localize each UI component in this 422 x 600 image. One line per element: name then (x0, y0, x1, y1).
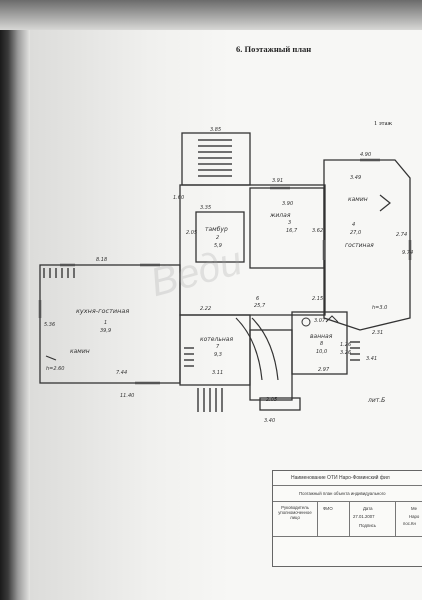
wall-lower (249, 329, 293, 401)
windows (38, 158, 412, 385)
dim-2: 3.91 (272, 178, 284, 184)
stamp-date: 27.01.2007 (353, 514, 375, 519)
stamp-subheader: Поэтажный план объекта индивидуального (299, 491, 386, 496)
room-bath-name: ванная (310, 333, 333, 340)
room-kitchen-num: 1 (104, 320, 108, 326)
stairs-top (198, 139, 232, 177)
fireplace-mark-1 (379, 194, 391, 212)
scan-shadow-left (0, 0, 30, 600)
dim-8: 2.05 (186, 230, 198, 236)
stairs-bottom (197, 388, 223, 412)
room-boiler-area: 9,3 (214, 352, 222, 358)
dim-9: 3.62 (312, 228, 324, 234)
room-hall-num: 6 (256, 296, 260, 302)
dim-16: 3.11 (212, 370, 224, 376)
inner-stair-curve-2 (251, 317, 279, 381)
dim-17: 3.07 (314, 318, 326, 324)
wall-bottom-porch (259, 397, 301, 411)
stamp-col-3: Дата (363, 506, 373, 511)
dim-15: 2.22 (200, 306, 212, 312)
dim-27: 1.26 (340, 342, 352, 348)
dim-14: 11.40 (120, 393, 135, 399)
room-guest-area: 27,0 (350, 230, 362, 236)
room-bath-area: 10,0 (316, 349, 328, 355)
dim-22: 2.05 (266, 397, 278, 403)
dim-4: 3.49 (350, 175, 362, 181)
room-tambour-name: тамбур (205, 226, 228, 233)
stamp-sign: Подпись (359, 523, 377, 528)
room-boiler-name: котельная (200, 336, 234, 343)
bath-fixture (301, 317, 311, 327)
room-boiler-num: 7 (216, 344, 220, 350)
room-guest-num: 4 (352, 222, 356, 228)
room-living-area: 16,7 (286, 228, 298, 234)
dim-1: 3.85 (210, 127, 222, 133)
floor-label: 1 этаж (374, 120, 392, 127)
room-guest-name: гостиная (345, 242, 374, 249)
dim-23: 1.60 (173, 195, 185, 201)
title-block: Наименование ОТИ Наро-Фоминский фил Поэт… (272, 470, 422, 567)
lit-label: лит.Б (368, 397, 386, 404)
dim-25: h=3.0 (372, 305, 388, 311)
dim-28: 2.15 (312, 296, 324, 302)
inner-stair-curve (235, 317, 263, 381)
dim-20: 2.31 (372, 330, 384, 336)
scan-shadow-top (0, 0, 422, 30)
document-title: 6. Поэтажный план (236, 44, 312, 54)
bath-fixture-2 (325, 315, 339, 323)
wall-tambour (195, 211, 245, 263)
room-living-name: жилая (270, 212, 291, 219)
dim-24: 3.26 (340, 350, 352, 356)
stairs-right (350, 341, 360, 361)
dim-6: 3.90 (282, 201, 294, 207)
room-living-num: 3 (288, 220, 292, 226)
room-hall-area: 25,7 (254, 303, 266, 309)
dim-10: 2.74 (396, 232, 408, 238)
dim-21: 3.40 (264, 418, 276, 424)
dim-12: 5.36 (44, 322, 56, 328)
room-kitchen-name: кухня-гостиная (76, 307, 130, 315)
room-tambour-area: 5,9 (214, 243, 222, 249)
fireplace-label-kitchen: камин (70, 348, 90, 355)
dim-5: 3.35 (200, 205, 212, 211)
stamp-extra-1: Наро (409, 514, 420, 519)
stamp-col-4: Ме (411, 506, 418, 511)
room-bath-num: 8 (320, 341, 324, 347)
dim-13: 7.44 (116, 370, 128, 376)
fireplace-mark-2 (45, 355, 57, 361)
dim-19: 3.41 (366, 356, 378, 362)
fireplace-label-guest: камин (348, 196, 368, 203)
stamp-extra-2: пос.Кн (403, 521, 416, 526)
stamp-col-2: ФИО (323, 506, 333, 511)
stairs-left (43, 268, 75, 278)
room-kitchen-area: 39,9 (100, 328, 112, 334)
stairs-boiler (184, 347, 194, 367)
dim-26: h=2.60 (46, 366, 65, 372)
room-tambour-num: 2 (216, 235, 220, 241)
dim-18: 2.97 (318, 367, 330, 373)
stamp-header: Наименование ОТИ Наро-Фоминский фил (291, 475, 390, 481)
dim-3: 4.90 (360, 152, 372, 158)
stamp-col-1: Руководитель уполномоченное лицо (278, 505, 312, 520)
dim-11: 9.74 (402, 250, 414, 256)
dim-7: 8.18 (96, 257, 108, 263)
